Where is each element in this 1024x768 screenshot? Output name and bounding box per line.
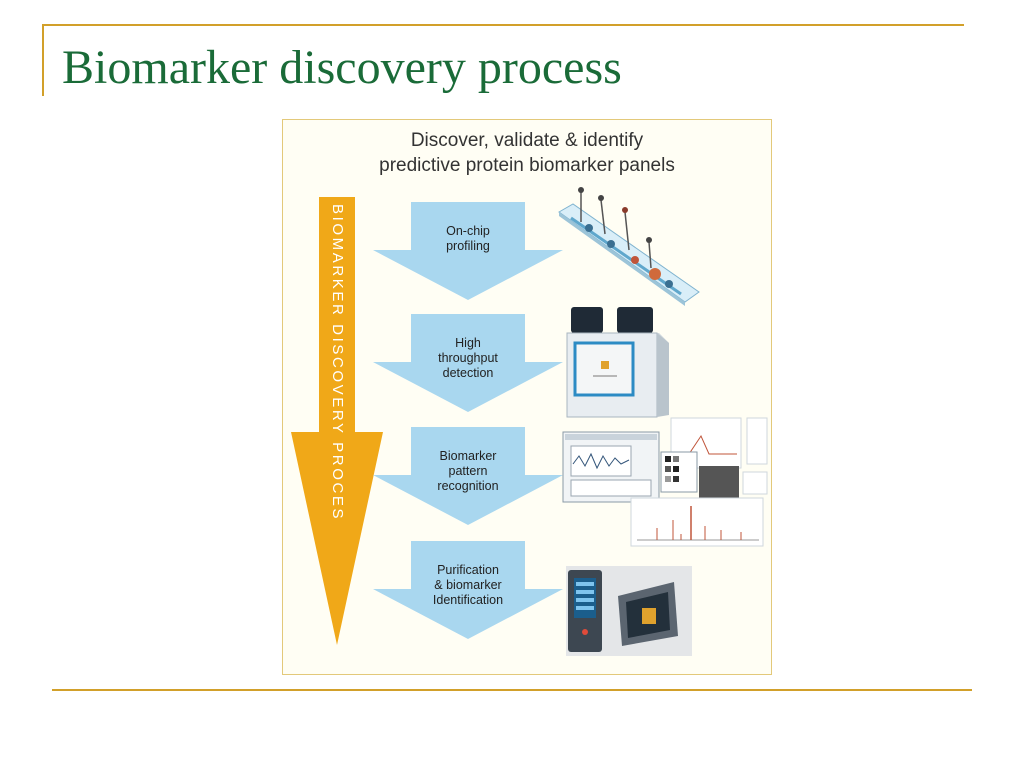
step-4-line-3: Identification xyxy=(432,593,504,607)
step-4-line-2: & biomarker xyxy=(434,578,502,592)
step-2-line-1: High xyxy=(455,336,481,350)
discovery-process-label: BIOMARKER DISCOVERY PROCES xyxy=(329,204,346,522)
figure-header-line-1: Discover, validate & identify xyxy=(410,130,644,151)
step-1-line-1: On-chip xyxy=(446,224,490,238)
left-rule xyxy=(42,24,44,96)
discovery-process-arrow xyxy=(289,197,385,645)
step-label-purification-identification: Purification & biomarker Identification xyxy=(418,563,518,608)
step-2-line-3: detection xyxy=(442,366,494,380)
step-label-biomarker-pattern-recognition: Biomarker pattern recognition xyxy=(418,449,518,494)
identification-system-icon xyxy=(566,566,692,656)
protein-chip-icon xyxy=(558,187,700,306)
step-2-line-2: throughput xyxy=(438,351,498,365)
step-4-line-1: Purification xyxy=(437,563,499,577)
slide-title: Biomarker discovery process xyxy=(62,41,622,94)
step-label-on-chip-profiling: On-chip profiling xyxy=(418,224,518,254)
step-3-line-3: recognition xyxy=(437,479,499,493)
step-1-line-2: profiling xyxy=(446,239,490,253)
step-label-high-throughput-detection: High throughput detection xyxy=(418,336,518,381)
process-figure: Discover, validate & identify predictive… xyxy=(282,119,772,675)
step-3-line-2: pattern xyxy=(448,464,488,478)
figure-header-line-2: predictive protein biomarker panels xyxy=(379,155,675,176)
step-arrow-biomarker-pattern-recognition: Biomarker pattern recognition xyxy=(373,427,563,525)
bottom-rule xyxy=(52,689,972,691)
top-rule xyxy=(42,24,964,26)
software-screens-icon xyxy=(562,417,768,547)
step-3-line-1: Biomarker xyxy=(439,449,497,463)
figure-header: Discover, validate & identify predictive… xyxy=(283,128,771,178)
reader-instrument-icon xyxy=(566,307,669,418)
step-arrow-purification-identification: Purification & biomarker Identification xyxy=(373,541,563,639)
step-arrow-on-chip-profiling: On-chip profiling xyxy=(373,202,563,300)
step-arrow-high-throughput-detection: High throughput detection xyxy=(373,314,563,412)
